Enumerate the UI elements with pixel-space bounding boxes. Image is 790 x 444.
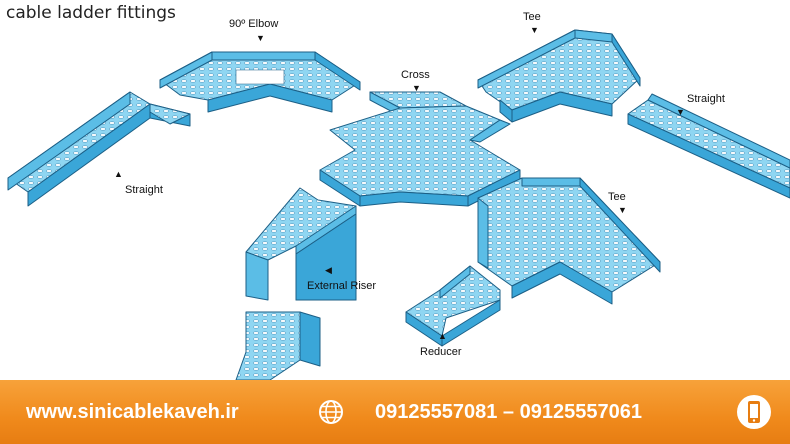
label-external-riser: External Riser (307, 280, 377, 292)
label-tee-top: Tee (523, 11, 541, 23)
elbow-fitting (159, 51, 361, 113)
pointer-arrow-icon: ▲ (114, 169, 123, 179)
label-tee-right: Tee (608, 191, 626, 203)
website-link[interactable]: www.sinicablekaveh.ir (26, 401, 239, 423)
label-straight-right: Straight (687, 93, 725, 105)
external-riser-fitting (235, 187, 357, 380)
tee-top-fitting (477, 29, 641, 123)
page-title: cable ladder fittings (6, 3, 176, 23)
reducer-fitting (405, 265, 501, 347)
label-reducer: Reducer (420, 346, 462, 358)
straight-left-tray (7, 91, 191, 207)
pointer-arrow-icon: ▼ (618, 205, 627, 215)
pointer-arrow-icon: ▼ (256, 33, 265, 43)
label-straight-left: Straight (125, 184, 163, 196)
tee-right-fitting (477, 177, 661, 305)
cable-ladder-illustration (7, 29, 790, 380)
label-90-elbow: 90º Elbow (229, 18, 279, 30)
globe-icon (319, 400, 343, 424)
pointer-arrow-icon: ▼ (530, 25, 539, 35)
phone-numbers[interactable]: 09125557081 – 09125557061 (375, 401, 642, 423)
contact-footer: www.sinicablekaveh.ir 09125557081 – 0912… (0, 380, 790, 444)
straight-right-tray (627, 93, 790, 199)
label-cross: Cross (401, 69, 430, 81)
pointer-arrow-icon: ▼ (412, 83, 421, 93)
pointer-arrow-icon: ▼ (676, 107, 685, 117)
mobile-phone-icon (737, 395, 771, 429)
pointer-arrow-icon: ▲ (438, 331, 447, 341)
cross-fitting (319, 91, 521, 207)
pointer-arrow-icon: ◀ (325, 265, 332, 275)
